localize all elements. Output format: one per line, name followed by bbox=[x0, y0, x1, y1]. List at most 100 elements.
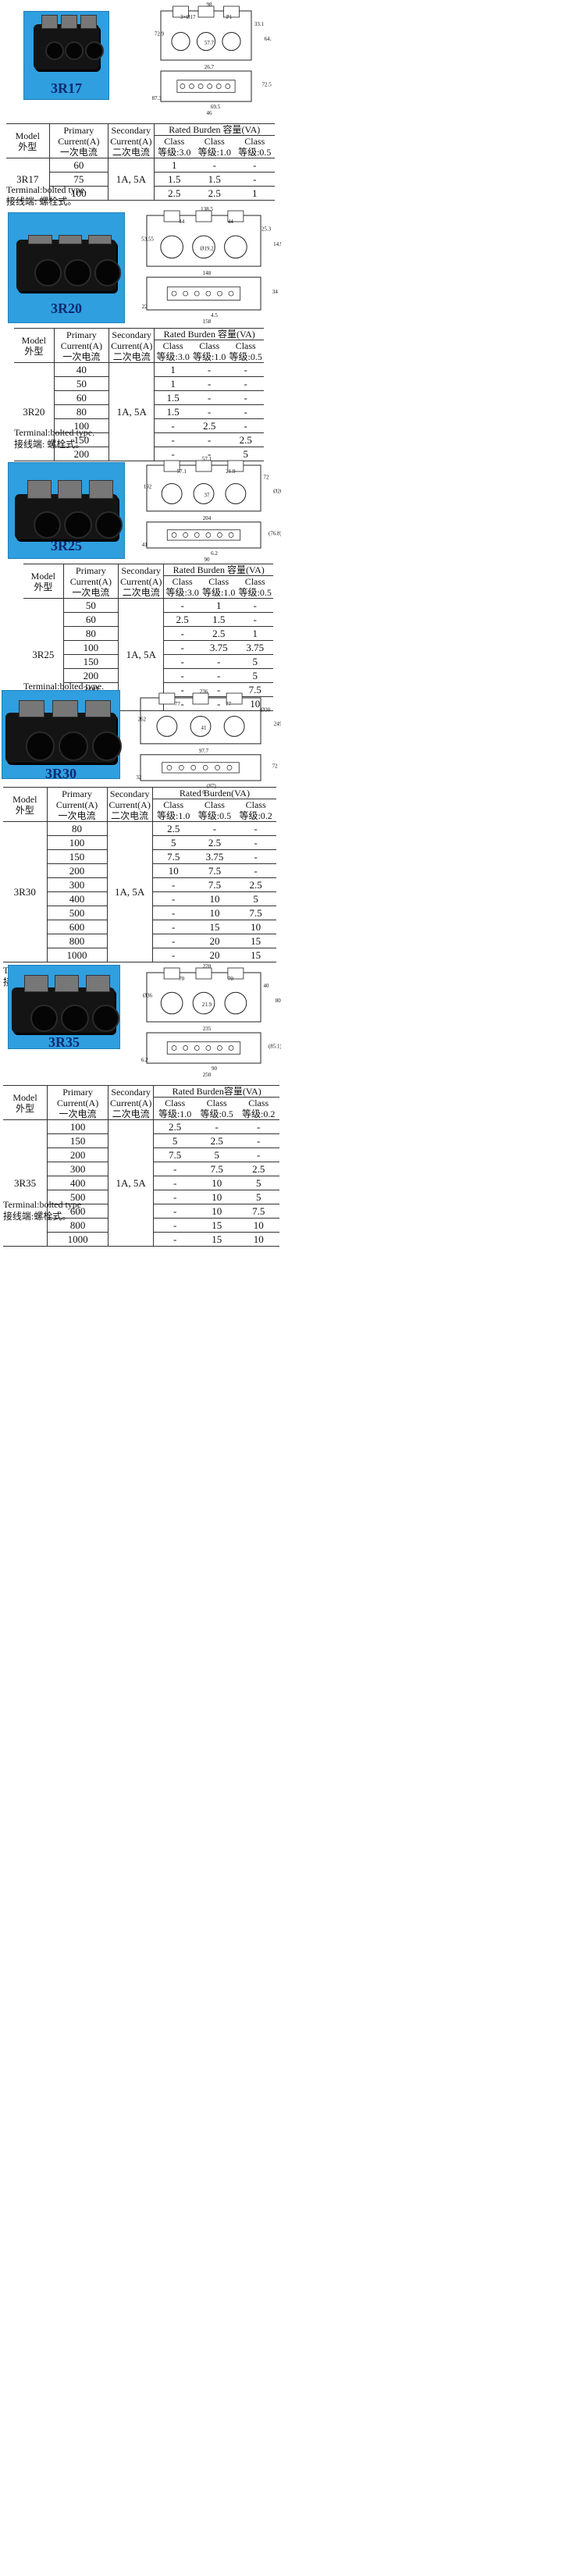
primary-cell: 150 bbox=[47, 1133, 108, 1148]
product-section-3r25: 3R2557.157.121.93772Ø26192204906.241(76.… bbox=[0, 454, 562, 711]
burden-cell: - bbox=[190, 362, 228, 377]
secondary-cell: 1A, 5A bbox=[118, 598, 164, 711]
burden-cell: 2.5 bbox=[153, 186, 195, 201]
primary-cell: 400 bbox=[46, 891, 107, 906]
burden-cell: - bbox=[154, 418, 191, 433]
burden-cell: 15 bbox=[195, 1218, 238, 1233]
primary-cell: 300 bbox=[47, 1162, 108, 1176]
primary-hole bbox=[64, 259, 91, 286]
terminal-block bbox=[27, 480, 52, 499]
dimension-label: Ø36 bbox=[143, 993, 153, 999]
burden-cell: - bbox=[190, 432, 228, 447]
col-rated-burden: Rated Burden(VA) bbox=[151, 787, 276, 799]
burden-cell: 1 bbox=[234, 186, 275, 201]
transformer-body bbox=[34, 24, 104, 69]
burden-cell: - bbox=[200, 654, 237, 669]
burden-cell: 7.5 bbox=[194, 863, 236, 878]
model-name: 3R17 bbox=[51, 80, 82, 96]
dimension-label: Ø19.2 bbox=[200, 245, 214, 251]
dimension-label: Ø26 bbox=[273, 488, 281, 494]
dimension-label: 80 bbox=[276, 998, 281, 1004]
dimension-label: 72.5 bbox=[261, 82, 272, 88]
primary-cell: 100 bbox=[47, 1119, 108, 1134]
burden-cell: - bbox=[151, 948, 194, 962]
dimension-label: 72 bbox=[272, 763, 279, 769]
burden-cell: 10 bbox=[194, 891, 236, 906]
burden-cell: 7.5 bbox=[151, 849, 194, 864]
burden-cell: 3.75 bbox=[200, 640, 237, 655]
burden-cell: 7.5 bbox=[235, 906, 276, 920]
dimension-label: 90 bbox=[212, 1066, 218, 1072]
burden-cell: - bbox=[163, 626, 201, 641]
col-rated-burden: Rated Burden 容量(VA) bbox=[163, 564, 273, 576]
burden-cell: - bbox=[153, 1232, 196, 1247]
burden-cell: 1.5 bbox=[154, 390, 191, 405]
drawing-hole bbox=[224, 991, 247, 1015]
burden-cell: - bbox=[227, 376, 264, 391]
primary-hole bbox=[65, 41, 84, 61]
drawing-hole bbox=[193, 483, 215, 504]
primary-cell: 1000 bbox=[47, 1232, 108, 1247]
note-line: Terminal:bolted type bbox=[3, 1199, 82, 1210]
primary-cell: 50 bbox=[62, 598, 119, 613]
col-rated-burden: Rated Burden容量(VA) bbox=[153, 1085, 279, 1098]
primary-cell: 60 bbox=[53, 390, 109, 405]
burden-cell: 2.5 bbox=[235, 877, 276, 892]
burden-cell: - bbox=[227, 390, 264, 405]
burden-cell: 3.75 bbox=[194, 849, 236, 864]
model-cell: 3R17 bbox=[6, 158, 50, 201]
burden-cell: 10 bbox=[195, 1204, 238, 1219]
note-line: 接线端: 螺栓式。 bbox=[6, 196, 77, 207]
primary-cell: 600 bbox=[46, 920, 107, 934]
burden-cell: - bbox=[153, 1176, 196, 1190]
primary-cell: 200 bbox=[46, 863, 107, 878]
burden-cell: - bbox=[194, 821, 236, 836]
note-line: Terminal:bolted type. bbox=[23, 681, 105, 692]
note-line: 接线端: 螺栓式。 bbox=[14, 439, 85, 450]
dimension-label: 44 bbox=[228, 219, 234, 225]
burden-cell: - bbox=[194, 158, 235, 173]
burden-cell: - bbox=[163, 640, 201, 655]
burden-cell: 2.5 bbox=[194, 835, 236, 850]
primary-hole bbox=[64, 511, 92, 539]
burden-cell: 1 bbox=[237, 626, 273, 641]
dimension-label: 44 bbox=[179, 219, 185, 225]
dimension-label: 21.9 bbox=[226, 468, 236, 475]
burden-cell: 7.5 bbox=[153, 1147, 196, 1162]
model-name: 3R25 bbox=[51, 538, 82, 553]
dimension-label: 32 bbox=[136, 774, 142, 781]
burden-cell: - bbox=[234, 172, 275, 187]
burden-cell: - bbox=[235, 835, 276, 850]
secondary-cell: 1A, 5A bbox=[108, 158, 155, 201]
dimension-label: 34 bbox=[272, 289, 279, 295]
dimension-label: 77 bbox=[175, 701, 181, 707]
